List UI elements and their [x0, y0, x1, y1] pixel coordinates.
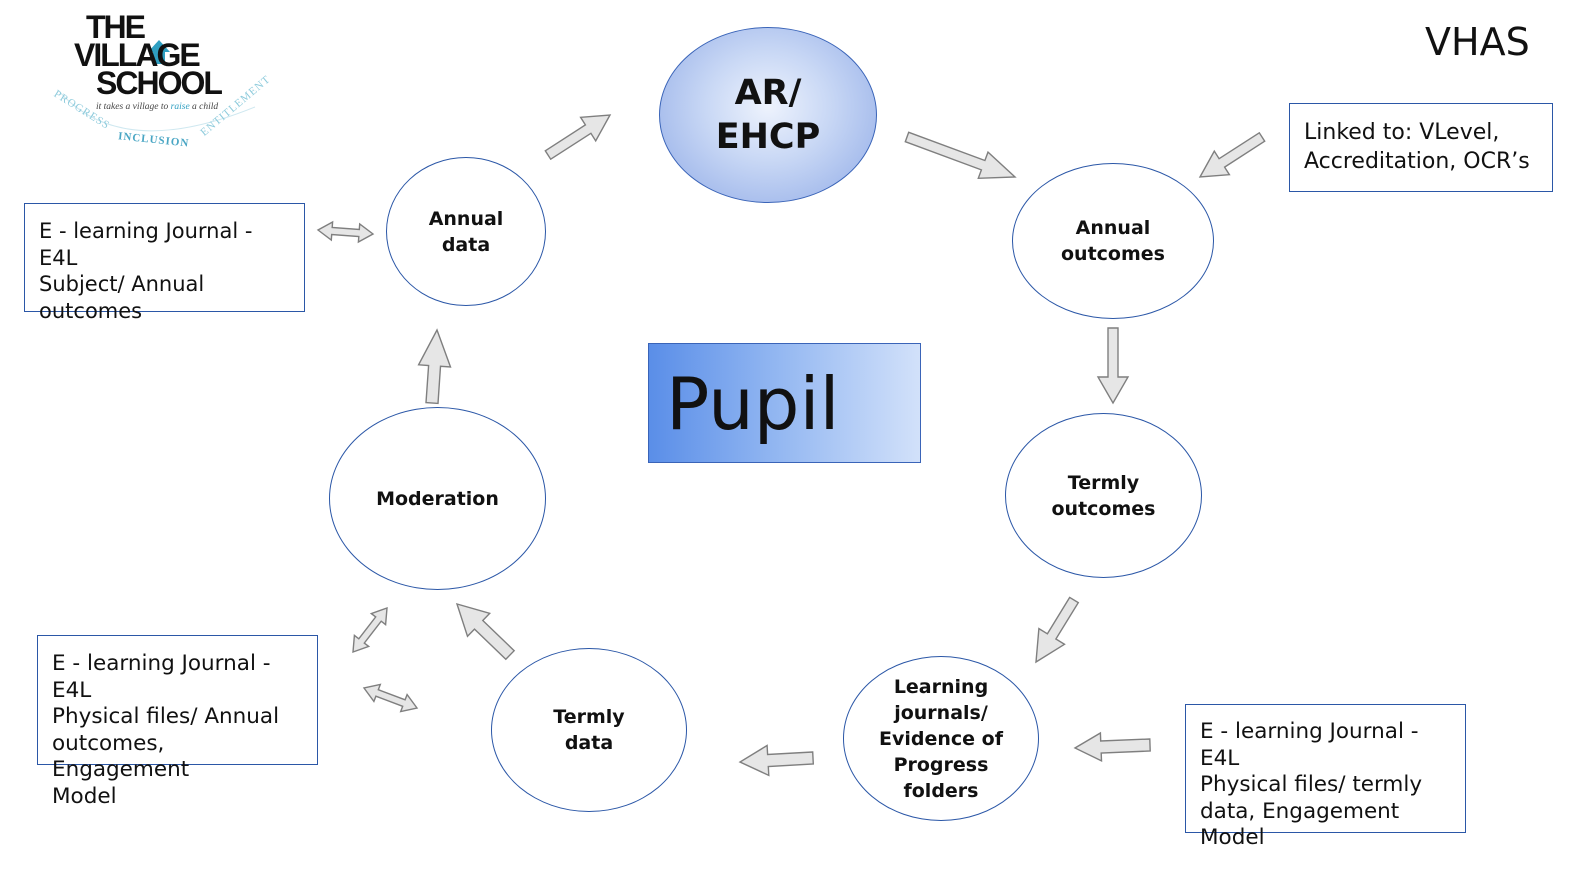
arrow-termly-data-to-moderation — [455, 602, 516, 661]
logo-text-village: VILLAGE — [74, 37, 201, 73]
e-learning-note-physical-annual: E - learning Journal - E4L Physical file… — [37, 635, 318, 809]
arrow-note-annual-data-link — [316, 220, 375, 244]
ar-ehcp-node: AR/ EHCP — [659, 27, 877, 203]
arrow-moderation-to-annual-data — [417, 328, 452, 405]
arrow-journals-to-termly-data — [738, 744, 815, 777]
annual-outcomes-node: Annual outcomes — [1012, 163, 1214, 319]
arrow-ar-to-annual-outcomes — [904, 131, 1017, 180]
linked-to-note: Linked to: VLevel, Accreditation, OCR’s — [1289, 103, 1553, 192]
annual-data-node: Annual data — [386, 157, 546, 306]
arrow-note-termly-data-link — [362, 683, 419, 713]
arrow-annual-to-termly-outcomes — [1096, 327, 1130, 405]
logo-tagline: it takes a village to raise a child — [96, 102, 219, 112]
e-learning-note-physical-termly: E - learning Journal - E4L Physical file… — [1185, 704, 1466, 850]
school-logo: THE VILLAGE SCHOOL it takes a village to… — [50, 9, 280, 162]
termly-data-node: Termly data — [491, 648, 687, 812]
arrow-termly-outcomes-to-journals — [1035, 596, 1080, 664]
corner-label: VHAS — [1425, 20, 1530, 64]
arrow-note-moderation-link — [352, 606, 388, 654]
termly-outcomes-node: Termly outcomes — [1005, 413, 1202, 578]
moderation-node: Moderation — [329, 407, 546, 590]
arrow-annual-data-to-ar — [544, 114, 612, 161]
pupil-box: Pupil — [648, 343, 921, 463]
e-learning-note-subject: E - learning Journal - E4L Subject/ Annu… — [24, 203, 305, 323]
arrow-linked-to-annual-outcomes — [1198, 131, 1266, 178]
logo-text-school: SCHOOL — [96, 65, 223, 101]
logo-text-the: THE — [86, 9, 146, 45]
arrow-note-to-journals — [1073, 731, 1151, 763]
logo-graphic — [57, 40, 256, 132]
learning-journals-node: Learning journals/ Evidence of Progress … — [843, 656, 1039, 821]
